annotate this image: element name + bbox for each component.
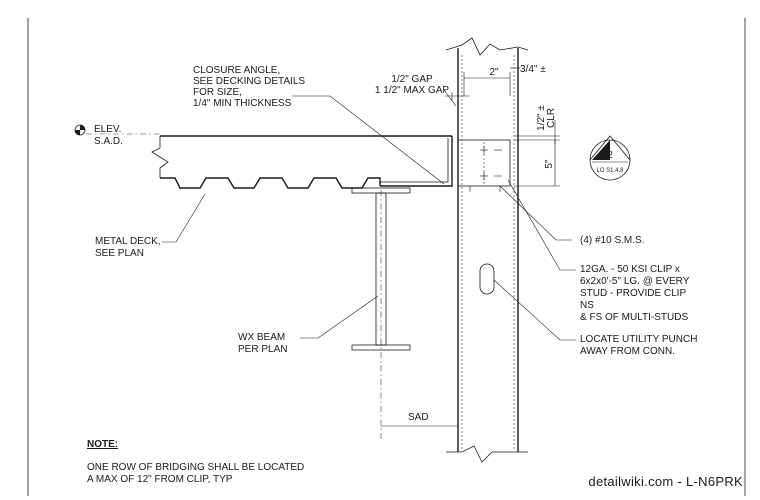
sheet-border [27, 18, 746, 496]
note-line: 1/2" GAP [391, 74, 433, 85]
section-marker: 2 LO S1.4.8 [589, 135, 631, 181]
wall-stud [445, 37, 529, 463]
note-line: & FS OF MULTI-STUDS [580, 312, 688, 323]
dim-2in-label: 2" [489, 67, 499, 78]
note-line: 1/4" MIN THICKNESS [193, 98, 292, 109]
sms-note: (4) #10 S.M.S. [580, 235, 644, 246]
dimensions [381, 67, 560, 432]
general-note: NOTE: ONE ROW OF BRIDGING SHALL BE LOCAT… [87, 439, 304, 485]
wx-beam-note: WX BEAM PER PLAN [238, 332, 287, 355]
note-line: NS [580, 300, 594, 311]
wx-beam [351, 187, 411, 440]
section-sheet: LO S1.4.8 [596, 168, 624, 174]
gap-note: 1/2" GAP 1 1/2" MAX GAP [375, 74, 449, 96]
dim-3-4-label: 3/4" ± [520, 64, 546, 75]
dim-5in-label: 5" [544, 159, 555, 169]
sad-label: SAD [408, 412, 429, 423]
clip-angle [457, 139, 511, 192]
note-line: SEE PLAN [95, 248, 144, 259]
elevation-marker [74, 124, 160, 136]
note-line: ELEV. [94, 124, 121, 135]
elev-label: ELEV. S.A.D. [94, 124, 123, 147]
watermark: detailwiki.com - L-N6PRK [588, 474, 743, 489]
metal-deck-note: METAL DECK, SEE PLAN [95, 236, 161, 259]
metal-deck [160, 177, 381, 189]
note-line: 1 1/2" MAX GAP [375, 85, 449, 96]
note-title: NOTE: [87, 439, 118, 450]
note-line: 6x2x0'-5" LG. @ EVERY [580, 276, 690, 287]
dim-clr-label: 1/2" ± CLR [536, 105, 557, 131]
note-line: LOCATE UTILITY PUNCH [580, 334, 697, 345]
note-line: 5" [544, 159, 555, 169]
note-line: S.A.D. [94, 136, 123, 147]
note-line: SEE DECKING DETAILS [193, 76, 305, 87]
note-line: METAL DECK, [95, 236, 161, 247]
closure-angle-note: CLOSURE ANGLE, SEE DECKING DETAILS FOR S… [193, 65, 305, 109]
note-line: STUD - PROVIDE CLIP [580, 288, 686, 299]
screw-marks [480, 146, 502, 180]
note-line: AWAY FROM CONN. [580, 346, 675, 357]
utility-note: LOCATE UTILITY PUNCH AWAY FROM CONN. [580, 334, 697, 357]
slab [151, 135, 453, 187]
section-number: 2 [607, 150, 613, 161]
note-line: PER PLAN [238, 344, 287, 355]
note-line: CLR [546, 108, 557, 128]
utility-punch [479, 263, 495, 295]
note-line: CLOSURE ANGLE, [193, 65, 280, 76]
note-line: 1/2" ± [536, 105, 547, 131]
clip-note: 12GA. - 50 KSI CLIP x 6x2x0'-5" LG. @ EV… [580, 264, 690, 323]
note-line: WX BEAM [238, 332, 285, 343]
note-line: ONE ROW OF BRIDGING SHALL BE LOCATED [87, 462, 304, 473]
note-line: FOR SIZE, [193, 87, 242, 98]
note-line: 12GA. - 50 KSI CLIP x [580, 264, 680, 275]
leaders [162, 89, 576, 341]
note-line: A MAX OF 12" FROM CLIP, TYP [87, 474, 233, 485]
